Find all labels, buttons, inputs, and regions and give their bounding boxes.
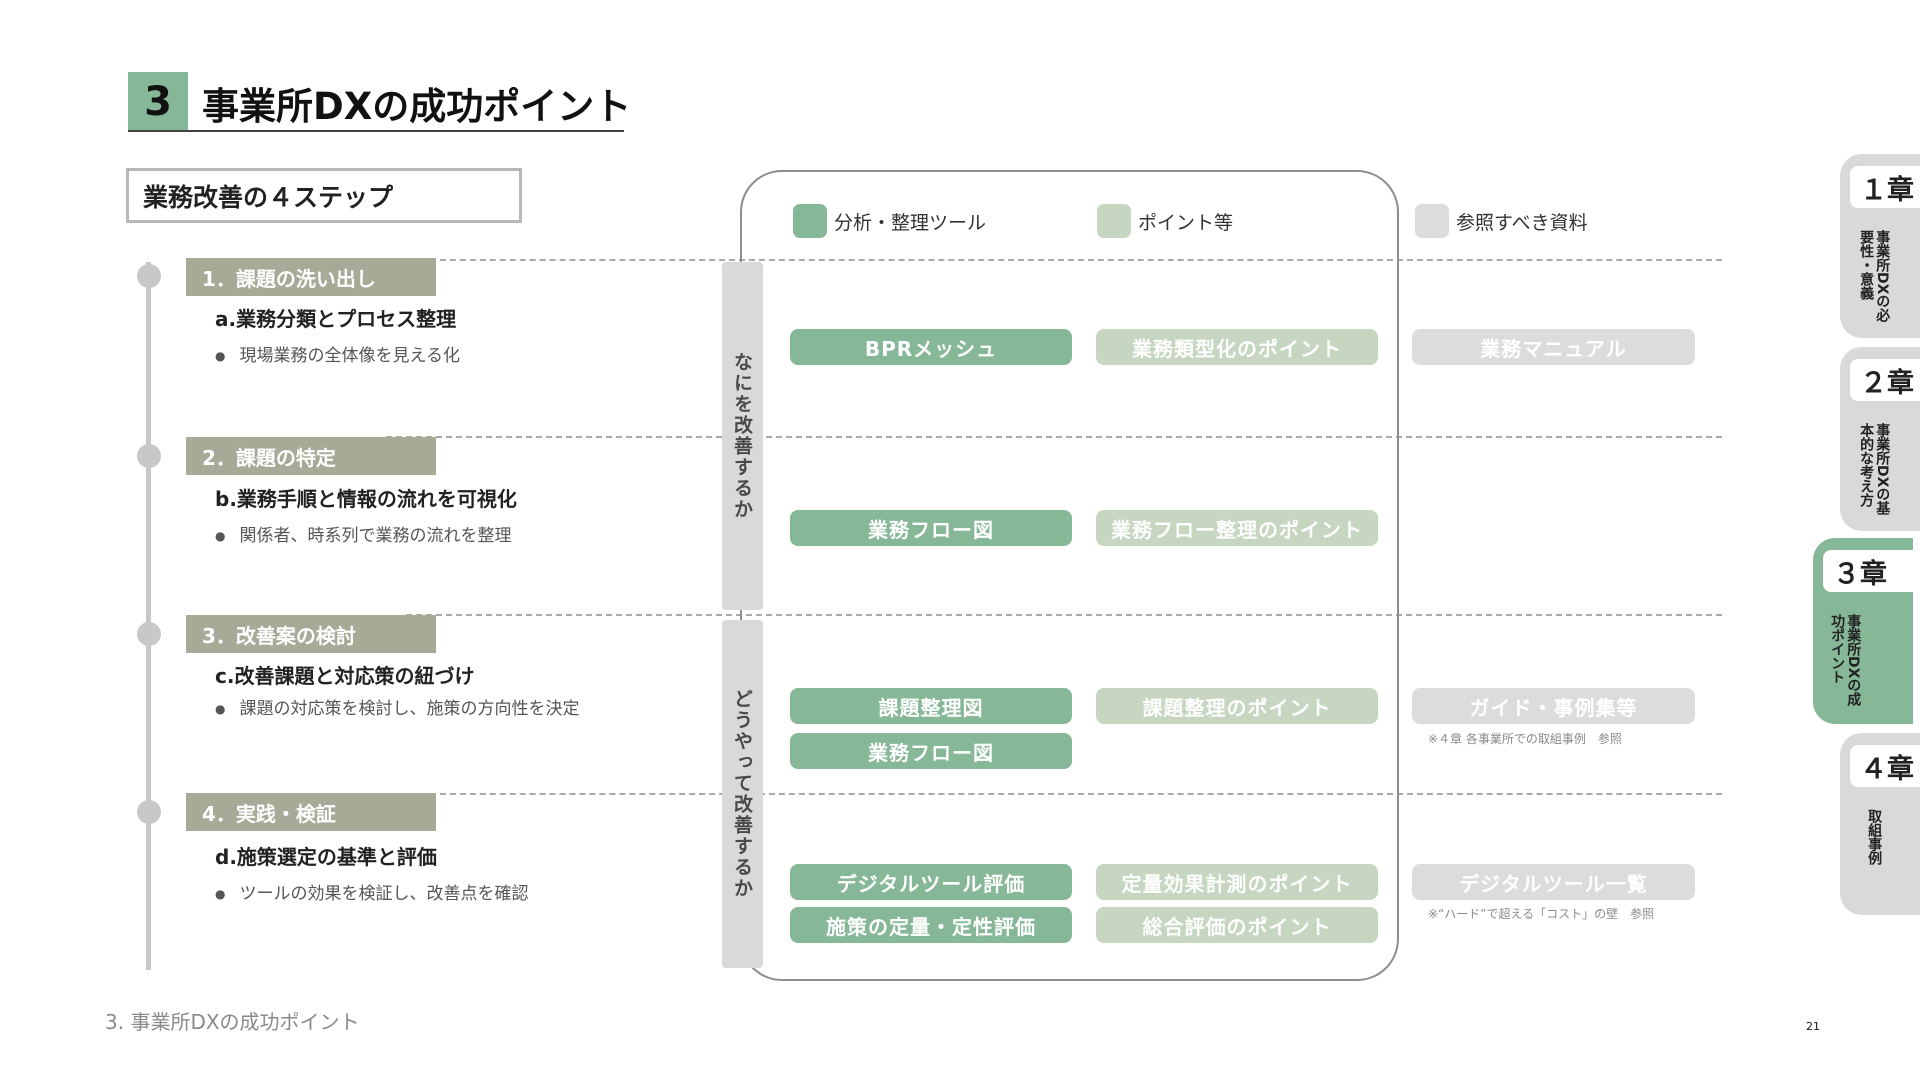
timeline-dot xyxy=(137,800,161,824)
tool-flow-chart-2[interactable]: 業務フロー図 xyxy=(790,733,1072,769)
tool-bpr-mesh[interactable]: BPRメッシュ xyxy=(790,329,1072,365)
bullet-icon: ● xyxy=(215,702,226,716)
legend-swatch-tools xyxy=(793,204,827,238)
point-quant-effect[interactable]: 定量効果計測のポイント xyxy=(1096,864,1378,900)
chapter-1-label: １章 xyxy=(1850,166,1920,208)
step-2-badge: 2．課題の特定 xyxy=(186,437,436,475)
bullet-icon: ● xyxy=(215,349,226,363)
page-title: 事業所DXの成功ポイント xyxy=(202,85,632,128)
row-separator xyxy=(420,793,1722,795)
step-1-badge: 1．課題の洗い出し xyxy=(186,258,436,296)
chapter-2-desc: 事業所DXの基本的な考え方 xyxy=(1858,423,1891,516)
chapter-2-label: ２章 xyxy=(1850,359,1920,401)
ref-digital-tools-list[interactable]: デジタルツール一覧 xyxy=(1412,864,1695,900)
legend-label-points: ポイント等 xyxy=(1138,212,1234,234)
chapter-3-label: ３章 xyxy=(1823,550,1920,592)
section-number: 3 xyxy=(128,72,188,132)
chapter-4-label: ４章 xyxy=(1850,745,1920,787)
point-flow-organize[interactable]: 業務フロー整理のポイント xyxy=(1096,510,1378,546)
timeline-line xyxy=(146,262,151,970)
category-how-label: どうやって改善するか xyxy=(731,689,753,899)
timeline-dot xyxy=(137,444,161,468)
step-3-badge: 3．改善案の検討 xyxy=(186,615,436,653)
legend-label-tools: 分析・整理ツール xyxy=(834,212,987,234)
ref-guide-cases[interactable]: ガイド・事例集等 xyxy=(1412,688,1695,724)
category-what-bar: なにを改善するか xyxy=(722,262,763,610)
timeline-dot xyxy=(137,264,161,288)
point-issue-organize[interactable]: 課題整理のポイント xyxy=(1096,688,1378,724)
footer-section: 3. 事業所DXの成功ポイント xyxy=(105,1010,360,1034)
tool-measure-eval[interactable]: 施策の定量・定性評価 xyxy=(790,907,1072,943)
legend-swatch-references xyxy=(1415,204,1449,238)
step-4-badge: 4．実践・検証 xyxy=(186,793,436,831)
ref-digital-tools-note: ※“ハード”で超える「コスト」の壁 参照 xyxy=(1428,907,1655,921)
timeline-dot xyxy=(137,622,161,646)
category-how-bar: どうやって改善するか xyxy=(722,620,763,968)
tools-panel xyxy=(740,170,1399,981)
steps-heading: 業務改善の４ステップ xyxy=(126,168,522,223)
step-1-description: ●現場業務の全体像を見える化 xyxy=(215,346,460,366)
legend-swatch-points xyxy=(1097,204,1131,238)
step-4-description: ●ツールの効果を検証し、改善点を確認 xyxy=(215,884,529,904)
chapter-tab-2[interactable]: ２章 事業所DXの基本的な考え方 xyxy=(1840,347,1920,531)
row-separator xyxy=(406,614,1722,616)
row-separator xyxy=(420,259,1722,261)
page-number: 21 xyxy=(1806,1020,1820,1033)
chapter-3-desc: 事業所DXの成功ポイント xyxy=(1829,614,1862,707)
bullet-icon: ● xyxy=(215,529,226,543)
tool-flow-chart[interactable]: 業務フロー図 xyxy=(790,510,1072,546)
point-classification[interactable]: 業務類型化のポイント xyxy=(1096,329,1378,365)
step-3-description: ●課題の対応策を検討し、施策の方向性を決定 xyxy=(215,699,580,719)
step-2-description: ●関係者、時系列で業務の流れを整理 xyxy=(215,526,512,546)
point-overall-eval[interactable]: 総合評価のポイント xyxy=(1096,907,1378,943)
bullet-icon: ● xyxy=(215,887,226,901)
chapter-4-desc: 取組事例 xyxy=(1866,809,1883,865)
tool-issue-map[interactable]: 課題整理図 xyxy=(790,688,1072,724)
step-3-subtitle: c.改善課題と対応策の紐づけ xyxy=(215,664,475,688)
tool-digital-eval[interactable]: デジタルツール評価 xyxy=(790,864,1072,900)
chapter-tab-4[interactable]: ４章 取組事例 xyxy=(1840,733,1920,915)
step-1-subtitle: a.業務分類とプロセス整理 xyxy=(215,307,457,331)
step-4-subtitle: d.施策選定の基準と評価 xyxy=(215,845,437,869)
legend-label-references: 参照すべき資料 xyxy=(1456,212,1588,234)
chapter-tab-1[interactable]: １章 事業所DXの必要性・意義 xyxy=(1840,154,1920,338)
title-underline xyxy=(128,130,624,132)
step-2-subtitle: b.業務手順と情報の流れを可視化 xyxy=(215,487,517,511)
chapter-tab-3[interactable]: ３章 事業所DXの成功ポイント xyxy=(1813,538,1920,724)
chapter-1-desc: 事業所DXの必要性・意義 xyxy=(1858,230,1891,323)
category-what-label: なにを改善するか xyxy=(731,352,753,520)
ref-manual[interactable]: 業務マニュアル xyxy=(1412,329,1695,365)
row-separator xyxy=(386,436,1722,438)
ref-guide-note: ※４章 各事業所での取組事例 参照 xyxy=(1428,732,1622,746)
